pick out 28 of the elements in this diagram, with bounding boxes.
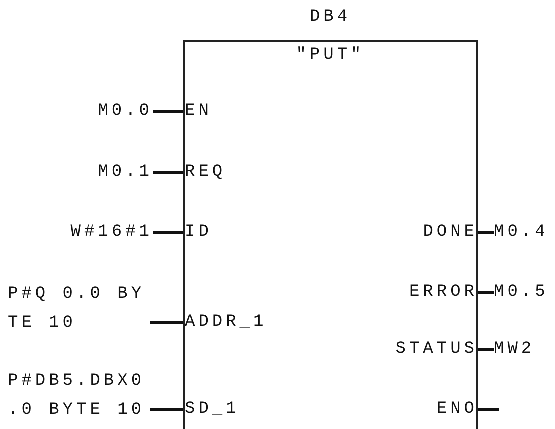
- pin-label: SD_1: [185, 400, 240, 420]
- operand-label: P#DB5.DBX0 .0 BYTE 10: [8, 366, 150, 424]
- wire: [150, 408, 185, 412]
- wire: [478, 232, 494, 234]
- pin-label: ERROR: [409, 283, 478, 303]
- pin-label: ENO: [436, 400, 478, 420]
- operand-label: M0.1: [98, 163, 153, 183]
- pin-label: STATUS: [396, 340, 478, 360]
- wire: [153, 232, 185, 234]
- pin-label: EN: [185, 102, 212, 122]
- operand-label: M0.5: [494, 283, 549, 303]
- block-instance-label: DB4: [308, 8, 352, 28]
- operand-label: W#16#1: [70, 223, 153, 243]
- wire: [478, 292, 494, 294]
- operand-label: MW2: [494, 340, 536, 360]
- block-name: "PUT": [295, 46, 366, 66]
- pin-label: ADDR_1: [185, 313, 268, 333]
- wire: [478, 348, 494, 352]
- operand-label: M0.0: [98, 102, 153, 122]
- wire: [150, 322, 185, 324]
- wire: [478, 408, 499, 412]
- pin-label: ID: [185, 223, 212, 243]
- operand-label: P#Q 0.0 BY TE 10: [8, 280, 150, 338]
- pin-label: DONE: [423, 223, 478, 243]
- wire: [153, 172, 185, 174]
- wire: [153, 110, 185, 114]
- pin-label: REQ: [185, 163, 226, 183]
- operand-label: M0.4: [494, 223, 549, 243]
